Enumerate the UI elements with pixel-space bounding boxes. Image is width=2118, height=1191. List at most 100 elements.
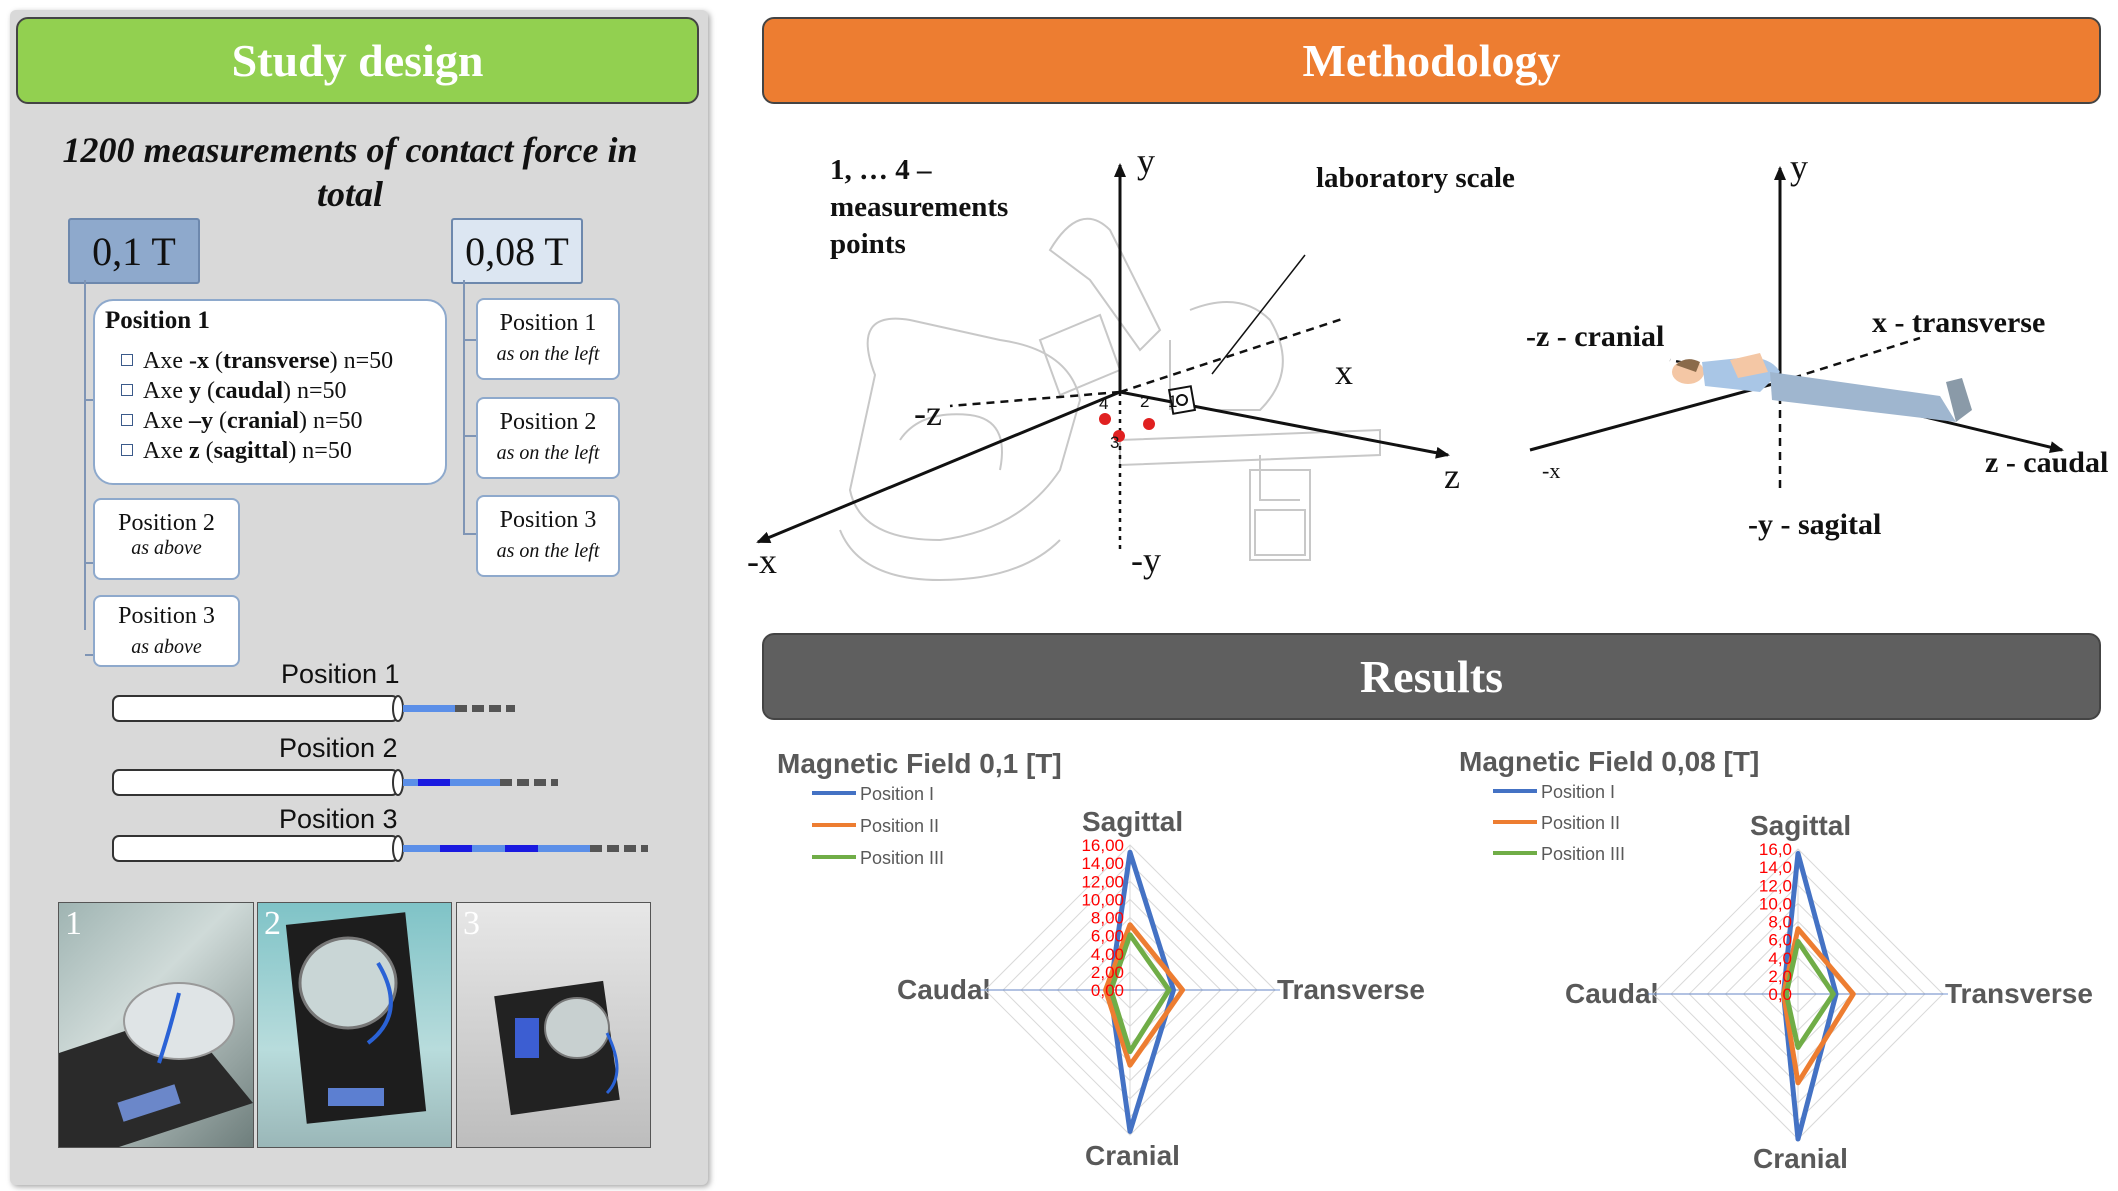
legend-swatch <box>812 823 856 827</box>
radar-tick-label: 12,0 <box>1759 876 1792 895</box>
patient-feet <box>1946 378 1972 422</box>
catheter-3-label: Position 3 <box>279 804 398 834</box>
axe-item-sagittal: Axe z (sagittal) n=50 <box>121 438 352 465</box>
axis-x-label: x <box>1335 352 1353 392</box>
radar-tick-label: 6,0 <box>1768 931 1792 950</box>
point-1-label: 1 <box>1168 392 1178 411</box>
legend-swatch <box>1493 820 1537 824</box>
axis-x-dashed <box>1119 316 1346 394</box>
chart-1-axis-transverse: Transverse <box>1277 974 1425 1005</box>
radar-series-3 <box>1108 932 1172 1055</box>
axis-neg-z-dashed <box>949 390 1121 408</box>
position-3-right-box: Position 3 as on the left <box>476 495 620 577</box>
radar-tick-label: 4,0 <box>1768 949 1792 968</box>
photo-3: 3 <box>456 902 651 1148</box>
legend-swatch <box>812 855 856 859</box>
axe-item-transverse: Axe -x (transverse) n=50 <box>121 348 393 375</box>
checkbox-icon <box>121 384 133 396</box>
sagital-axis-label: -y - sagital <box>1748 508 1882 541</box>
chart-1-axis-caudal: Caudal <box>897 974 991 1005</box>
chart-2-axis-transverse: Transverse <box>1945 978 2093 1009</box>
axe-item-cranial: Axe –y (cranial) n=50 <box>121 408 363 435</box>
radar-tick-label: 16,0 <box>1759 840 1792 859</box>
chart-1-axis-sagittal: Sagittal <box>1082 806 1184 837</box>
position-label: Position 2 <box>499 409 597 435</box>
position-1-detail-box: Position 1 Axe -x (transverse) n=50 Axe … <box>93 299 447 485</box>
catheter-2-label: Position 2 <box>279 733 398 763</box>
position-sublabel: as above <box>131 636 202 658</box>
catheter-diagrams <box>112 695 648 862</box>
connector-p1-right <box>463 280 476 341</box>
patient-arm <box>1730 353 1768 378</box>
radar-tick-label: 2,00 <box>1091 963 1124 982</box>
position-label: Position 1 <box>499 310 597 336</box>
position-1-title: Position 1 <box>105 307 210 334</box>
position-label: Position 2 <box>118 510 215 536</box>
axis-y-label: y <box>1137 141 1155 181</box>
radar-tick-label: 0,0 <box>1768 985 1792 1004</box>
radar-tick-label: 8,00 <box>1091 909 1124 928</box>
methodology-diagrams <box>756 163 2064 582</box>
patient-hair <box>1676 359 1700 372</box>
chart-2-radar: 0,02,04,06,08,010,012,014,016,0 <box>1648 840 1948 1142</box>
chart-1-legend-position-3: Position III <box>812 848 944 869</box>
chart-2-axis-caudal: Caudal <box>1565 978 1659 1009</box>
radar-tick-label: 14,00 <box>1081 854 1124 873</box>
scale-dial-icon <box>1176 394 1188 406</box>
catheter-3 <box>112 835 648 862</box>
position-sublabel: as on the left <box>496 343 600 365</box>
axis-neg-x-right <box>1529 380 1781 452</box>
connector-p2-right <box>463 340 476 437</box>
right-neg-x-label: -x <box>1542 458 1561 483</box>
right-axis-y-label: y <box>1790 147 1808 187</box>
measurement-point-4 <box>1099 413 1111 425</box>
position-2-right-box: Position 2 as on the left <box>476 397 620 479</box>
connector-p2-left <box>84 280 93 564</box>
position-sublabel: as on the left <box>496 540 600 562</box>
study-design-banner: Study design <box>16 17 699 104</box>
radar-series-3 <box>1783 938 1836 1050</box>
scale-pointer-line <box>1211 254 1306 375</box>
photo-2-number: 2 <box>264 905 281 942</box>
position-1-right-box: Position 1 as on the left <box>476 298 620 380</box>
transverse-axis-label: x - transverse <box>1872 306 2046 339</box>
caudal-axis-label: z - caudal <box>1985 446 2109 479</box>
photo-1-scene <box>59 982 253 1147</box>
chart-2-legend-position-3: Position III <box>1493 844 1625 865</box>
axe-item-caudal: Axe y (caudal) n=50 <box>121 378 347 405</box>
axis-neg-z-label: -z <box>914 393 942 433</box>
radar-tick-label: 6,00 <box>1091 927 1124 946</box>
axis-x-dashed-right <box>1779 336 1921 384</box>
measurement-point-3 <box>1113 430 1125 442</box>
study-design-connectors <box>84 280 476 656</box>
patient-legs <box>1770 372 1956 422</box>
point-4-label: 4 <box>1099 394 1109 413</box>
legend-swatch <box>812 791 856 795</box>
methodology-banner: Methodology <box>762 17 2101 104</box>
photo-1-number: 1 <box>65 905 82 942</box>
catheter-2 <box>112 769 558 796</box>
left-axes <box>756 163 1450 552</box>
photo-3-scene <box>494 980 620 1116</box>
position-2-left-box: Position 2 as above <box>93 498 240 580</box>
radar-series-1 <box>1781 851 1839 1142</box>
photo-2: 2 <box>257 902 452 1148</box>
chart-1-legend-position-1: Position I <box>812 784 934 805</box>
photo-3-number: 3 <box>463 905 480 942</box>
legend-swatch <box>1493 851 1537 855</box>
connector-p3-right <box>463 436 476 535</box>
checkbox-icon <box>121 444 133 456</box>
catheter-1 <box>112 695 515 722</box>
radar-tick-label: 14,0 <box>1759 858 1792 877</box>
position-3-left-box: Position 3 as above <box>93 595 240 667</box>
chart-2-title: Magnetic Field 0,08 [T] <box>1459 746 1760 777</box>
checkbox-icon <box>121 414 133 426</box>
measurement-points-label: 1, … 4 – measurements points <box>830 154 1009 260</box>
results-banner: Results <box>762 633 2101 720</box>
radar-series-2 <box>1103 922 1186 1068</box>
chart-1-legend-position-2: Position II <box>812 816 939 837</box>
field-0-08-tesla-box: 0,08 T <box>451 218 583 284</box>
radar-tick-label: 12,00 <box>1081 872 1124 891</box>
chart-2-legend-position-2: Position II <box>1493 813 1620 834</box>
